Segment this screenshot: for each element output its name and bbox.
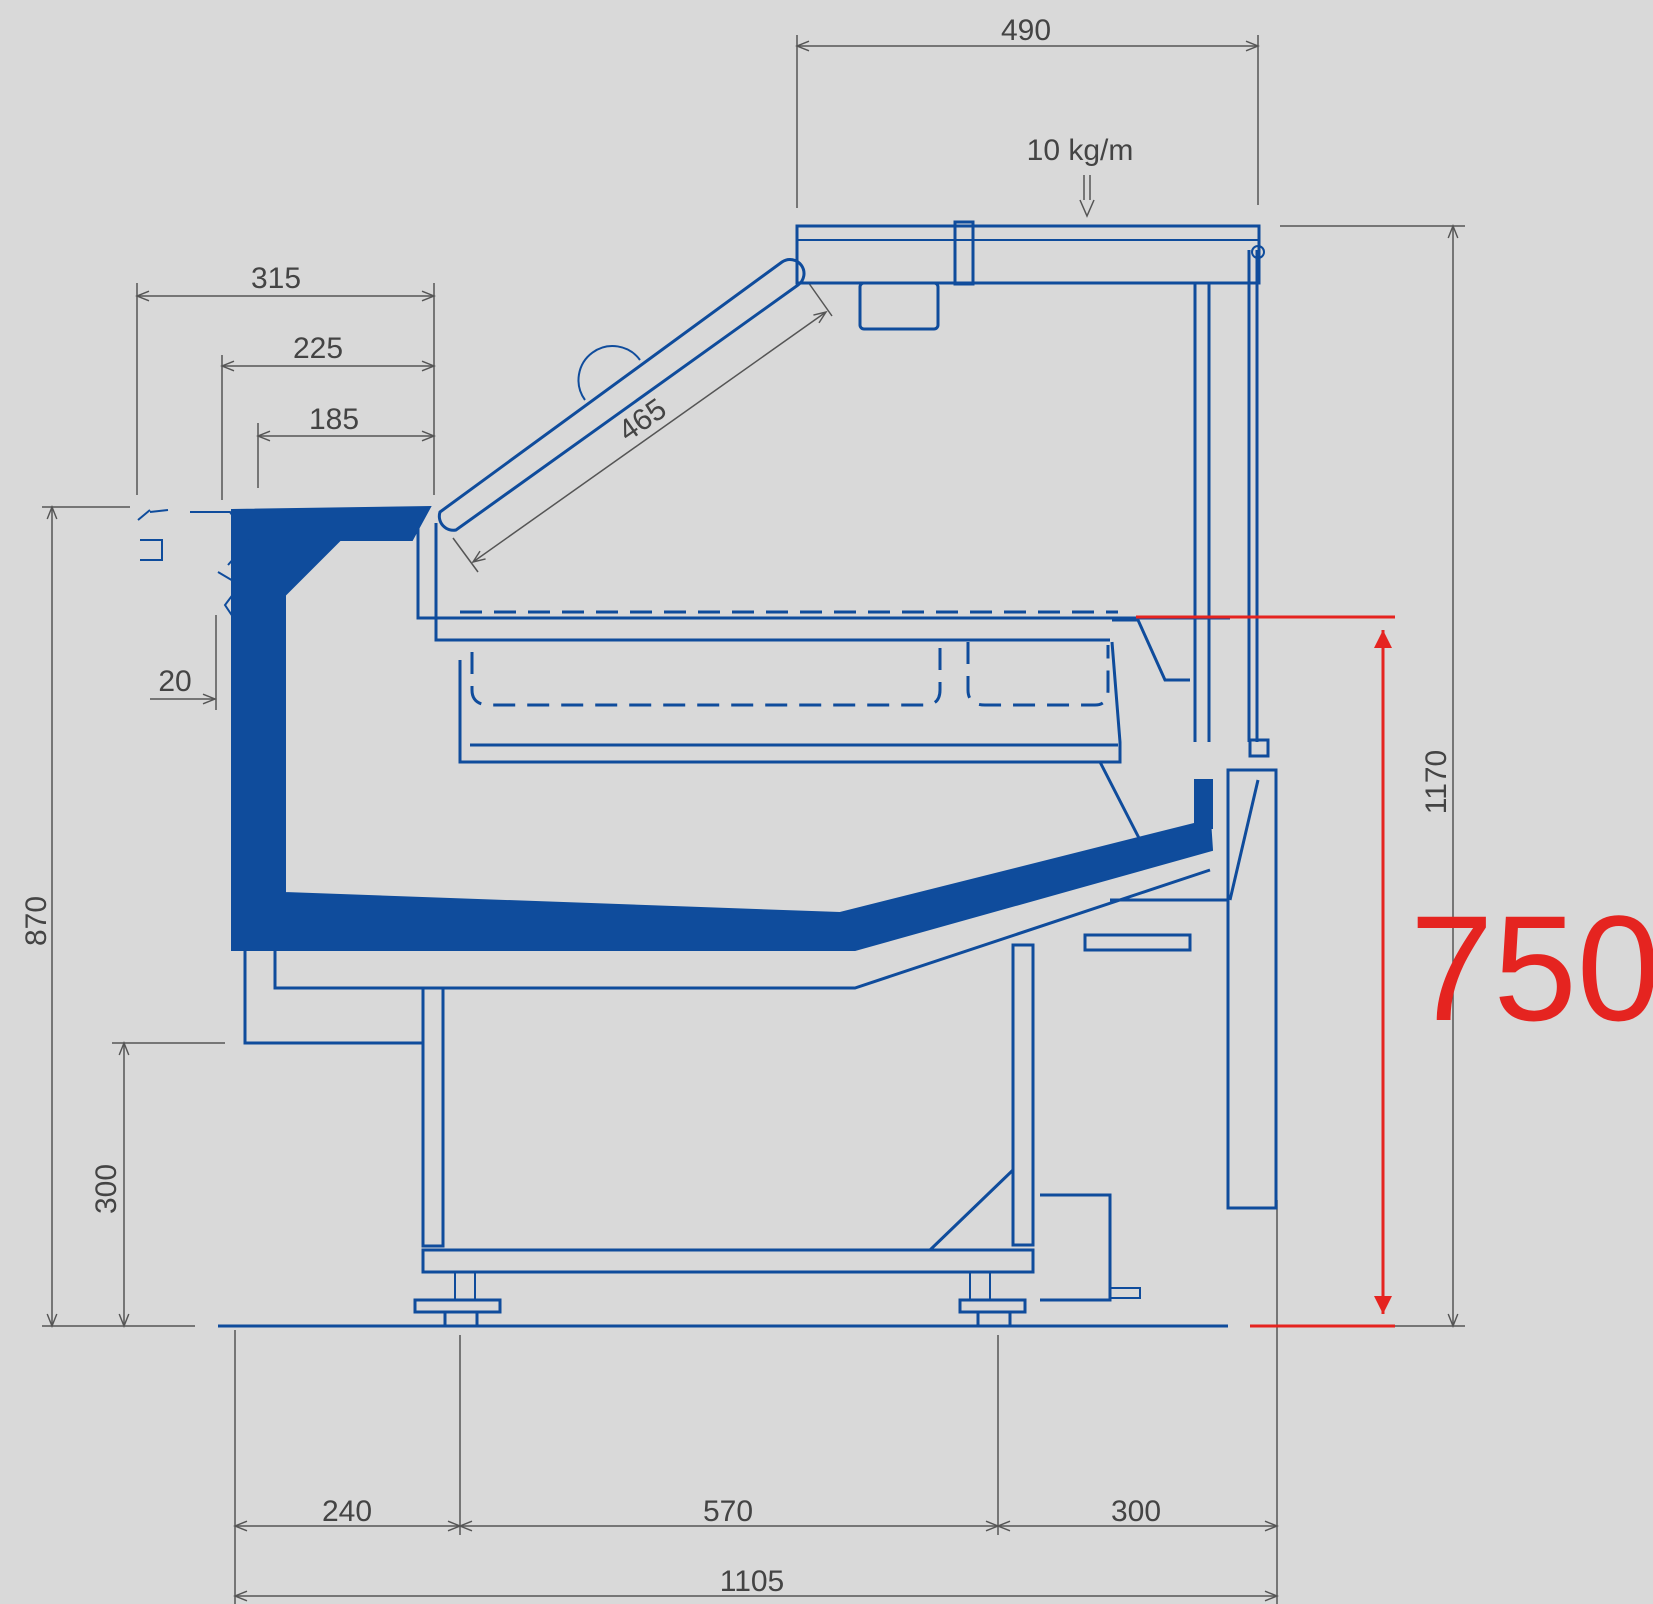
dim-1170-label: 1170 — [1420, 750, 1453, 815]
dim-870-label: 870 — [20, 896, 53, 946]
load-label: 10 kg/m — [1027, 134, 1134, 167]
dim-490-label: 490 — [1001, 14, 1051, 47]
dim-300-height-label: 300 — [90, 1164, 123, 1214]
dim-185-label: 185 — [309, 403, 359, 436]
dim-315-label: 315 — [251, 262, 301, 295]
counter-height-label: 750 — [1410, 884, 1653, 1052]
counter-height-marker — [1136, 615, 1395, 1328]
dim-20-label: 20 — [158, 665, 191, 698]
dim-570-label: 570 — [703, 1495, 753, 1528]
dim-300-bottom-label: 300 — [1111, 1495, 1161, 1528]
display-case-outline — [137, 220, 1278, 1328]
dim-1105-label: 1105 — [720, 1565, 785, 1598]
dim-465-label: 465 — [613, 392, 673, 448]
dim-225-label: 225 — [293, 332, 343, 365]
dim-240-label: 240 — [322, 1495, 372, 1528]
